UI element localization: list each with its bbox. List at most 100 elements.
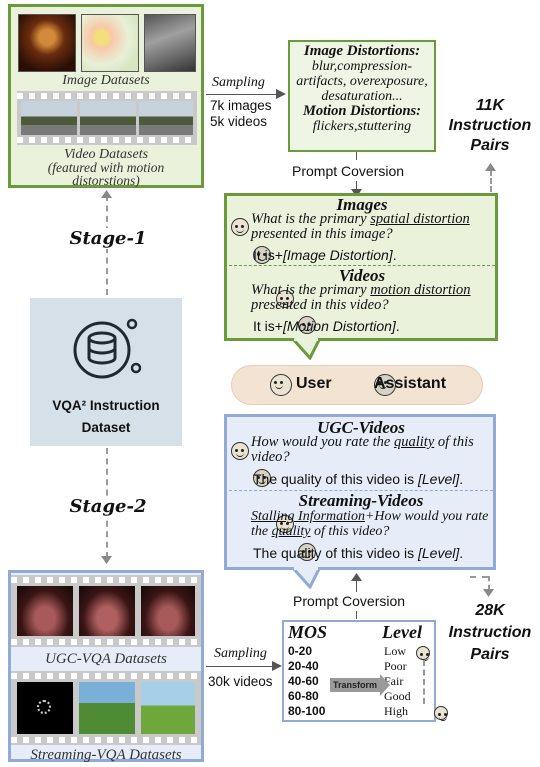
- image-thumb-flowers: [81, 14, 139, 72]
- user-face-icon: [275, 290, 294, 308]
- ugc-frame-3: [141, 586, 195, 636]
- center-title-line2: Dataset: [81, 420, 131, 435]
- stage2-qa-box: UGC-Videos How would you rate the qualit…: [224, 414, 496, 570]
- ugc-answer: The quality of this video is [Level].: [253, 471, 464, 487]
- sampling-arrow-1: [206, 94, 278, 95]
- video-frame-2: [80, 101, 136, 135]
- level-header: Level: [382, 622, 422, 642]
- cool-face-icon: [434, 705, 449, 721]
- transform-label: Transform: [332, 680, 377, 690]
- stage2-arrowhead: [101, 556, 112, 564]
- stage1-qa-box: Images What is the primary spatial disto…: [224, 193, 498, 341]
- streaming-filmstrip: [11, 671, 201, 745]
- streaming-frame-3: [141, 682, 195, 734]
- image-distortions-list: blur,compression-artifacts, overexposure…: [296, 59, 428, 104]
- pairs-2-arrowhead: [483, 589, 494, 597]
- legend-user: User: [296, 375, 332, 392]
- prompt-conv-2-arrowhead: [351, 573, 362, 581]
- streaming-datasets-label: Streaming-VQA Datasets: [30, 747, 182, 763]
- assistant-face-icon: [253, 469, 272, 487]
- sad-face-icon: [416, 645, 430, 661]
- streaming-answer: The quality of this video is [Level].: [253, 545, 464, 561]
- assistant-face-icon: [298, 316, 317, 334]
- ugc-frame-1: [17, 586, 73, 636]
- user-face-icon: [231, 442, 249, 460]
- level-value: Low: [384, 644, 406, 658]
- pairs-1-dashed-line: [490, 170, 492, 200]
- video-frame-1: [21, 101, 77, 135]
- image-datasets-label: Image Datasets: [62, 73, 150, 88]
- level-value: Poor: [384, 659, 407, 673]
- pairs-1-label: 11K Instruction Pairs: [440, 96, 540, 156]
- motion-distortions-list: flickers,stuttering: [312, 119, 412, 134]
- ugc-datasets-label: UGC-VQA Datasets: [45, 651, 167, 667]
- mos-range: 40-60: [288, 674, 319, 688]
- ugc-filmstrip: [11, 575, 201, 647]
- distortions-box: Image Distortions: blur,compression-arti…: [288, 40, 436, 152]
- video-datasets-note: (featured with motion distorstions): [47, 160, 165, 188]
- legend-assistant: Assistant: [374, 375, 447, 392]
- motion-distortions-title: Motion Distortions:: [302, 103, 422, 119]
- database-icon: [73, 318, 142, 379]
- pairs-2-line2: Pairs: [470, 646, 510, 663]
- sampling-arrow-2: [206, 666, 274, 667]
- sampling-count-videos: 5k videos: [210, 114, 268, 129]
- images-answer: It is+[Image Distortion].: [253, 247, 397, 263]
- sampling-arrow-2-head: [272, 661, 282, 671]
- pairs-2-label: 28K Instruction Pairs: [440, 600, 540, 666]
- qa-divider: [229, 265, 495, 266]
- mos-range: 60-80: [288, 689, 319, 703]
- video-filmstrip: [17, 91, 197, 145]
- pairs-1-line2: Pairs: [470, 137, 510, 154]
- prompt-conversion-label-2: Prompt Coversion: [293, 593, 406, 609]
- images-question: What is the primary spatial distortion p…: [251, 211, 470, 242]
- videos-answer: It is+[Motion Distortion].: [253, 318, 400, 334]
- stage1-dataset-box: Image Datasets Video Datasets (featured …: [8, 4, 204, 188]
- mos-range: 0-20: [288, 644, 313, 658]
- streaming-frame-1: [17, 682, 73, 734]
- sampling-arrow-1-head: [276, 89, 286, 99]
- streaming-frame-2: [79, 682, 135, 734]
- video-frame-3: [139, 101, 193, 135]
- qa2-divider: [229, 490, 493, 491]
- pairs-2-dashed-h: [470, 576, 488, 578]
- center-logo-card: VQA² Instruction Dataset: [30, 298, 182, 446]
- pairs-2-dashed-line: [488, 576, 490, 590]
- mos-header: MOS: [288, 622, 328, 642]
- user-face-icon: [270, 374, 292, 396]
- assistant-face-icon: [374, 374, 397, 396]
- ugc-question: How would you rate the quality of this v…: [251, 434, 474, 465]
- level-dashed-line: [423, 660, 425, 704]
- sampling-label-2: Sampling: [214, 646, 267, 661]
- ugc-block-title: UGC-Videos: [317, 418, 405, 437]
- qa-box-2-tail: [290, 567, 322, 589]
- pairs-2-line1: Instruction: [448, 624, 532, 641]
- streaming-block-title: Streaming-Videos: [298, 491, 424, 510]
- image-thumb-concert: [18, 14, 76, 72]
- transform-arrow: Transform: [330, 678, 380, 692]
- mos-range: 80-100: [288, 704, 326, 718]
- video-datasets-label: Video Datasets: [63, 147, 149, 162]
- prompt-conv-2-line-b: [356, 611, 357, 619]
- transform-arrowhead: [380, 674, 390, 696]
- videos-block-title: Videos: [338, 266, 386, 285]
- streaming-question: Stalling Information+How would you rate …: [251, 509, 489, 539]
- prompt-conv-1-line: [356, 181, 357, 191]
- mos-range: 20-40: [288, 659, 319, 673]
- prompt-conversion-label-1: Prompt Coversion: [292, 163, 405, 179]
- user-face-icon: [231, 218, 249, 236]
- pairs-1-count: 11K: [475, 97, 505, 114]
- legend-pill: User Assistant: [232, 366, 482, 404]
- ugc-frame-2: [79, 586, 135, 636]
- stage2-dataset-box: UGC-VQA Datasets Streaming-VQA Datasets: [8, 570, 204, 763]
- center-title-line1: VQA² Instruction: [52, 398, 160, 413]
- assistant-face-icon: [253, 246, 272, 264]
- qa-box-1-tail: [290, 338, 322, 360]
- images-block-title: Images: [336, 195, 388, 214]
- sampling-count-2: 30k videos: [208, 674, 273, 689]
- pairs-1-arrowhead: [485, 163, 496, 171]
- distortions-down-line: [356, 152, 357, 160]
- prompt-conv-2-line: [356, 580, 357, 592]
- image-thumb-forest: [144, 14, 196, 72]
